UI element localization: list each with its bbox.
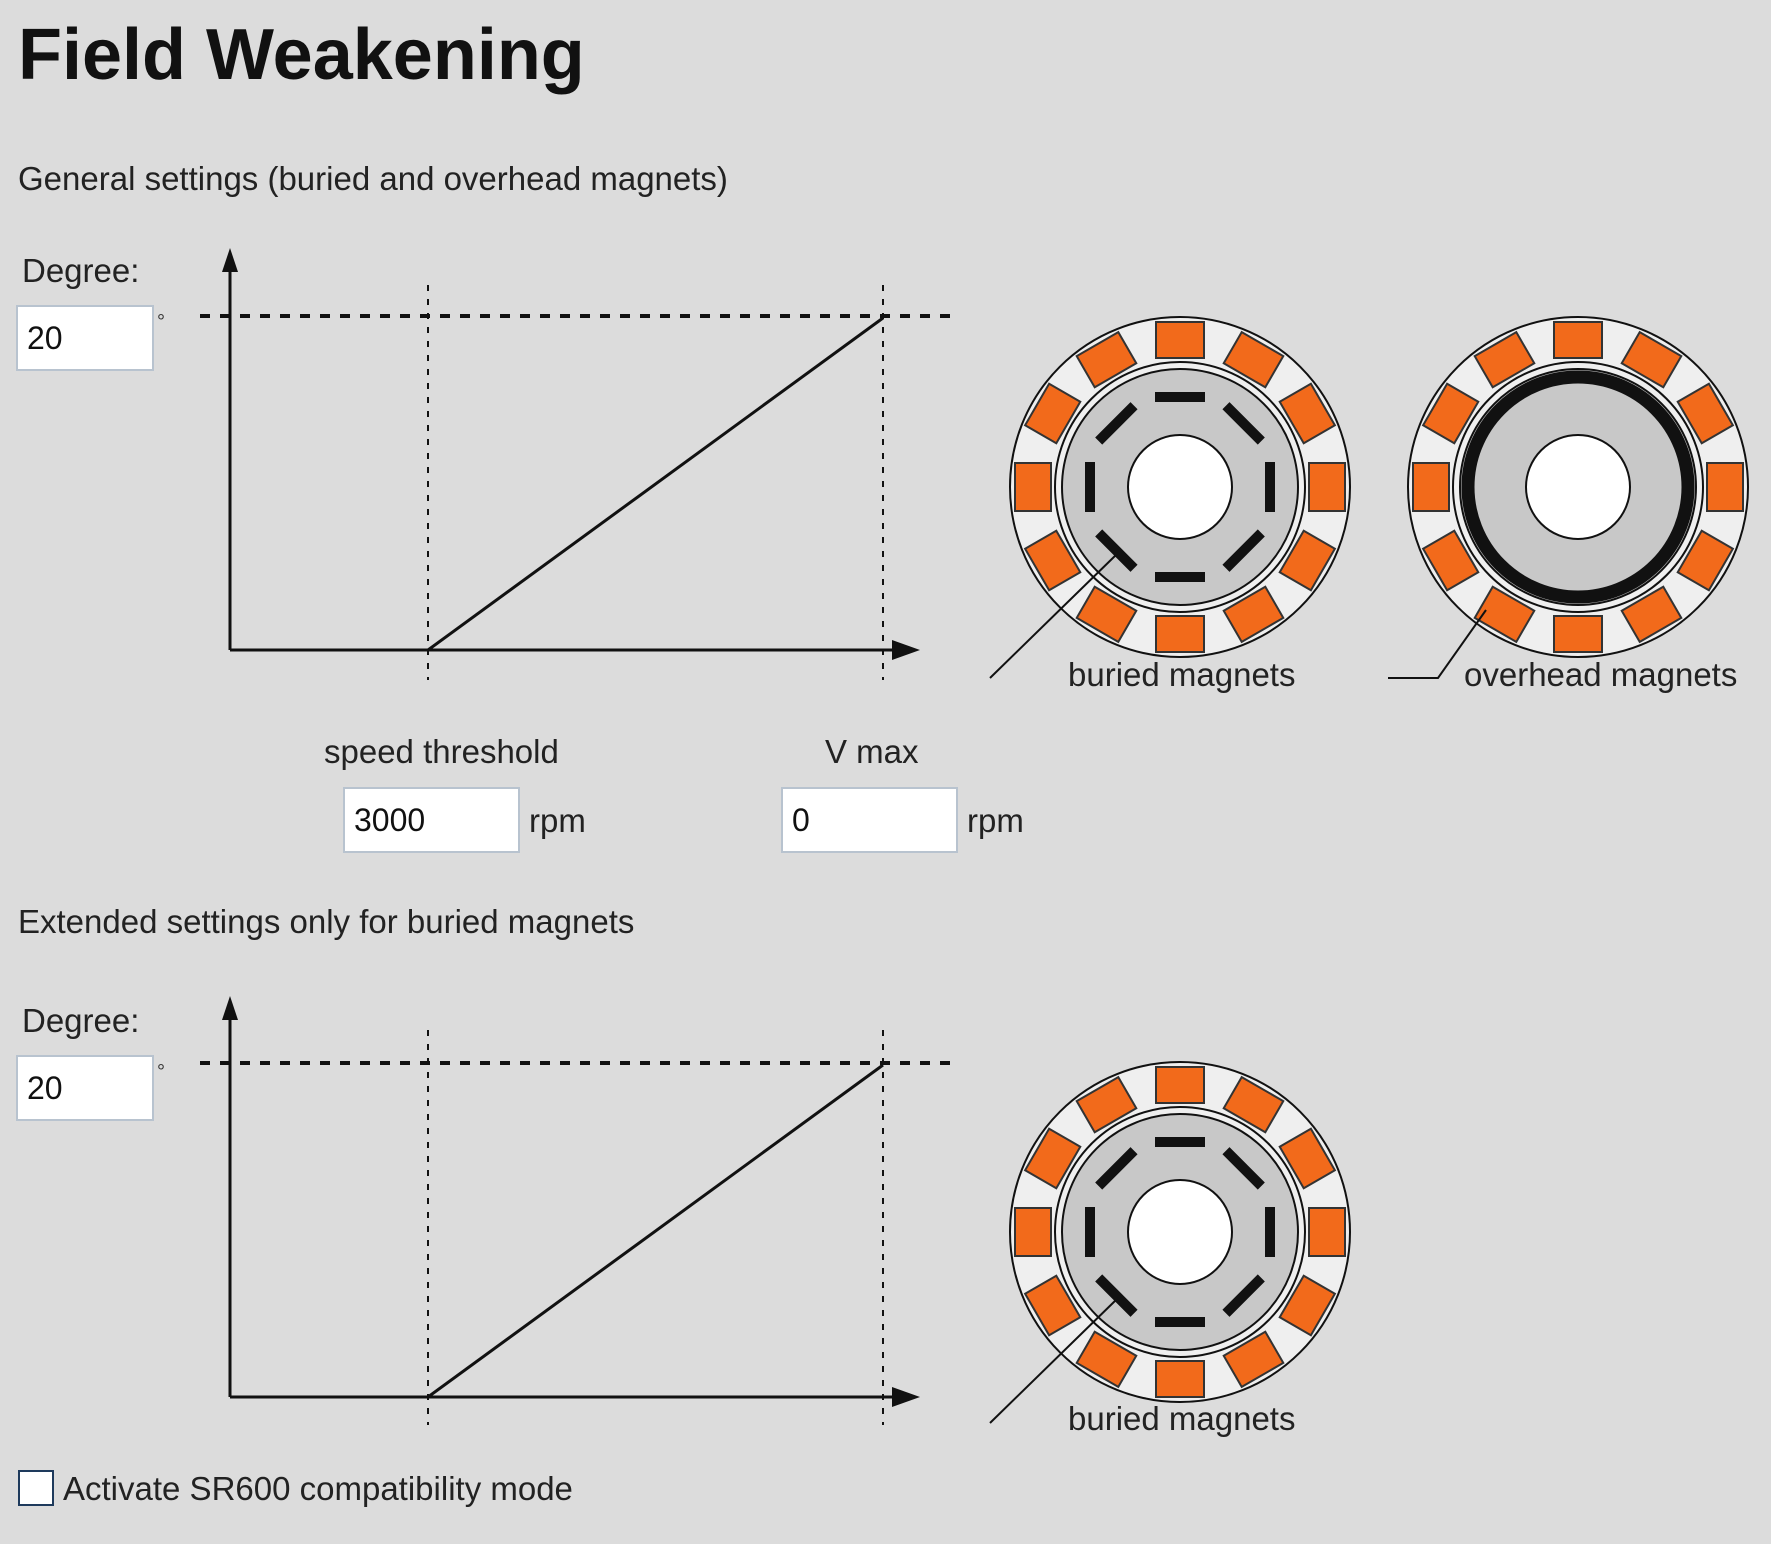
stator-magnet — [1075, 1075, 1138, 1134]
rotor-shaft — [1127, 1179, 1233, 1285]
stator-magnet — [1676, 529, 1735, 592]
stator-magnet — [1620, 330, 1683, 389]
stator-magnet — [1075, 330, 1138, 389]
stator-magnet — [1222, 330, 1285, 389]
rotor-shaft — [1525, 434, 1631, 540]
stator-magnet — [1706, 462, 1744, 512]
buried-magnet-bar — [1222, 529, 1265, 572]
stator-magnet — [1023, 1274, 1082, 1337]
extended-degree-input[interactable] — [16, 1055, 154, 1121]
stator-magnet — [1412, 462, 1450, 512]
extended-buried-leader-line — [989, 1297, 1119, 1424]
stator-magnet — [1222, 1075, 1285, 1134]
stator-magnet — [1155, 1360, 1205, 1398]
graph2-slope-line — [427, 1063, 884, 1399]
sr600-compat-checkbox[interactable] — [18, 1470, 54, 1506]
buried-magnet-bar — [1095, 1147, 1138, 1190]
stator-magnet — [1278, 529, 1337, 592]
graph2-y-arrow-icon — [222, 996, 238, 1020]
buried-magnets-label: buried magnets — [1068, 656, 1295, 693]
general-degree-unit: ° — [157, 311, 165, 333]
stator-magnet — [1075, 585, 1138, 644]
speed-threshold-unit: rpm — [529, 802, 586, 839]
extended-buried-magnets-label: buried magnets — [1068, 1400, 1295, 1437]
stator-magnet — [1023, 1127, 1082, 1190]
stator-magnet — [1155, 1066, 1205, 1104]
vmax-input[interactable] — [781, 787, 958, 853]
stator-magnet — [1023, 382, 1082, 445]
stator-magnet — [1278, 382, 1337, 445]
buried-magnet-bar — [1222, 1147, 1265, 1190]
stator-magnet — [1278, 1127, 1337, 1190]
stator-magnet — [1308, 1207, 1346, 1257]
stator-magnet — [1553, 615, 1603, 653]
extended-degree-unit: ° — [157, 1061, 165, 1083]
stator-magnet — [1222, 1330, 1285, 1389]
buried-magnet-bar — [1095, 529, 1138, 572]
vmax-unit: rpm — [967, 802, 1024, 839]
stator-magnet — [1023, 529, 1082, 592]
overhead-magnets-motor-icon — [1407, 316, 1749, 658]
stator-magnet — [1014, 462, 1052, 512]
buried-magnet-bar — [1085, 462, 1095, 512]
stator-magnet — [1155, 615, 1205, 653]
general-degree-input[interactable] — [16, 305, 154, 371]
rotor-shaft — [1127, 434, 1233, 540]
stator-magnet — [1473, 330, 1536, 389]
stator-magnet — [1553, 321, 1603, 359]
buried-leader-line — [989, 552, 1119, 679]
graph1-x-arrow-icon — [892, 640, 920, 660]
buried-magnet-bar — [1155, 1317, 1205, 1327]
air-gap-ring — [1054, 1106, 1306, 1358]
stator-magnet — [1222, 585, 1285, 644]
stator-magnet — [1155, 321, 1205, 359]
extended-weakening-graph — [200, 996, 960, 1425]
buried-magnet-bar — [1222, 402, 1265, 445]
extended-degree-label: Degree: — [22, 1002, 140, 1039]
graph1-slope-line — [427, 316, 884, 652]
general-weakening-graph — [200, 248, 960, 680]
buried-magnet-bar — [1155, 1137, 1205, 1147]
graph1-y-arrow-icon — [222, 248, 238, 272]
stator-magnet — [1075, 1330, 1138, 1389]
overhead-leader-line — [1388, 609, 1487, 679]
stator-magnet — [1308, 462, 1346, 512]
stator-magnet — [1014, 1207, 1052, 1257]
buried-magnet-bar — [1085, 1207, 1095, 1257]
air-gap-ring — [1452, 361, 1704, 613]
vmax-label: V max — [825, 733, 919, 770]
page-title: Field Weakening — [18, 15, 585, 95]
speed-threshold-input[interactable] — [343, 787, 520, 853]
graph2-x-arrow-icon — [892, 1387, 920, 1407]
buried-magnet-bar — [1095, 402, 1138, 445]
stator-magnet — [1278, 1274, 1337, 1337]
buried-magnet-bar — [1265, 1207, 1275, 1257]
sr600-compat-label: Activate SR600 compatibility mode — [63, 1470, 573, 1507]
extended-settings-heading: Extended settings only for buried magnet… — [18, 903, 635, 940]
extended-buried-magnets-motor-icon — [1009, 1061, 1351, 1403]
buried-magnet-bar — [1095, 1274, 1138, 1317]
buried-magnet-bar — [1155, 572, 1205, 582]
stator-magnet — [1421, 382, 1480, 445]
buried-magnets-motor-icon — [1009, 316, 1351, 658]
buried-magnet-bar — [1265, 462, 1275, 512]
buried-magnet-bar — [1222, 1274, 1265, 1317]
general-settings-heading: General settings (buried and overhead ma… — [18, 160, 728, 197]
speed-threshold-label: speed threshold — [324, 733, 559, 770]
stator-magnet — [1676, 382, 1735, 445]
general-degree-label: Degree: — [22, 252, 140, 289]
stator-magnet — [1421, 529, 1480, 592]
overhead-magnets-label: overhead magnets — [1464, 656, 1737, 693]
buried-magnet-bar — [1155, 392, 1205, 402]
overhead-magnet-ring — [1461, 370, 1695, 604]
air-gap-ring — [1054, 361, 1306, 613]
stator-magnet — [1620, 585, 1683, 644]
stator-magnet — [1473, 585, 1536, 644]
